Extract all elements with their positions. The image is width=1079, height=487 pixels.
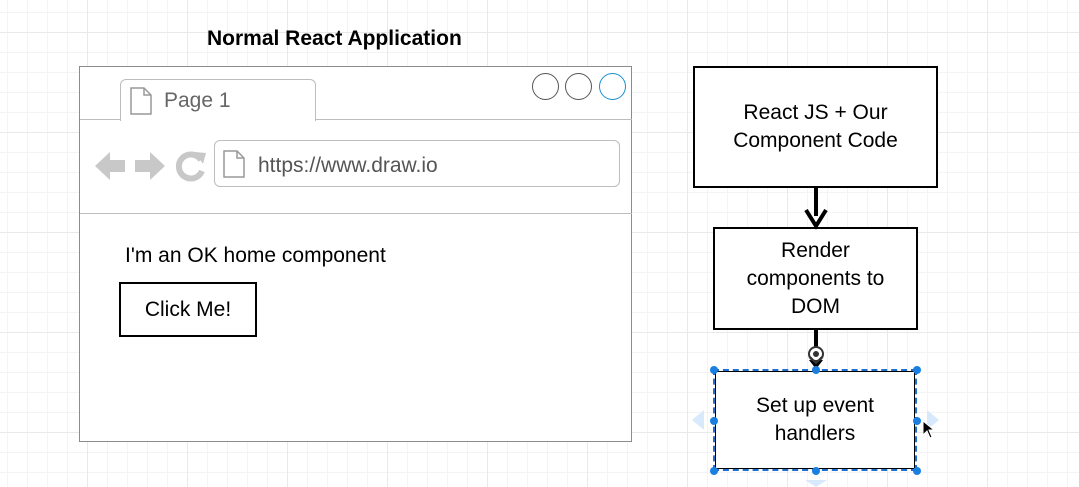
resize-handle-w[interactable] [710, 417, 718, 425]
resize-handle-sw[interactable] [710, 467, 718, 475]
diagram-title: Normal React Application [207, 27, 462, 50]
click-me-button[interactable]: Click Me! [119, 282, 257, 337]
resize-handle-ne[interactable] [913, 366, 921, 374]
window-circle-3[interactable] [599, 73, 626, 100]
address-bar[interactable] [214, 140, 620, 187]
mouse-pointer-icon [922, 420, 936, 439]
event-handlers-box[interactable]: Set up event handlers [713, 369, 917, 471]
connection-anchor-icon[interactable] [805, 343, 827, 365]
reload-icon[interactable] [174, 149, 208, 183]
browser-mockup[interactable] [79, 66, 632, 442]
resize-handle-s[interactable] [812, 467, 820, 475]
arrow-right-icon[interactable] [133, 150, 167, 182]
react-js-box[interactable]: React JS + Our Component Code [693, 66, 938, 188]
resize-handle-n[interactable] [812, 366, 820, 374]
browser-tab[interactable] [120, 79, 316, 121]
window-circle-2[interactable] [565, 73, 592, 100]
content-divider [80, 213, 632, 214]
window-circle-1[interactable] [532, 73, 559, 100]
page-icon [223, 150, 245, 178]
resize-handle-nw[interactable] [710, 366, 718, 374]
clone-arrow-right-icon[interactable] [927, 410, 939, 430]
url-text: https://www.draw.io [258, 154, 438, 177]
resize-handle-se[interactable] [913, 467, 921, 475]
flow-arrow-1 [804, 188, 828, 230]
home-component-text: I'm an OK home component [125, 244, 386, 267]
tab-label: Page 1 [164, 89, 231, 112]
arrow-left-icon[interactable] [93, 150, 127, 182]
clone-arrow-left-icon[interactable] [692, 410, 704, 430]
clone-arrow-down-icon[interactable] [805, 480, 827, 487]
tab-bar-divider [80, 119, 632, 120]
resize-handle-e[interactable] [913, 417, 921, 425]
page-icon [130, 87, 152, 115]
render-components-box[interactable]: Render components to DOM [713, 227, 918, 330]
